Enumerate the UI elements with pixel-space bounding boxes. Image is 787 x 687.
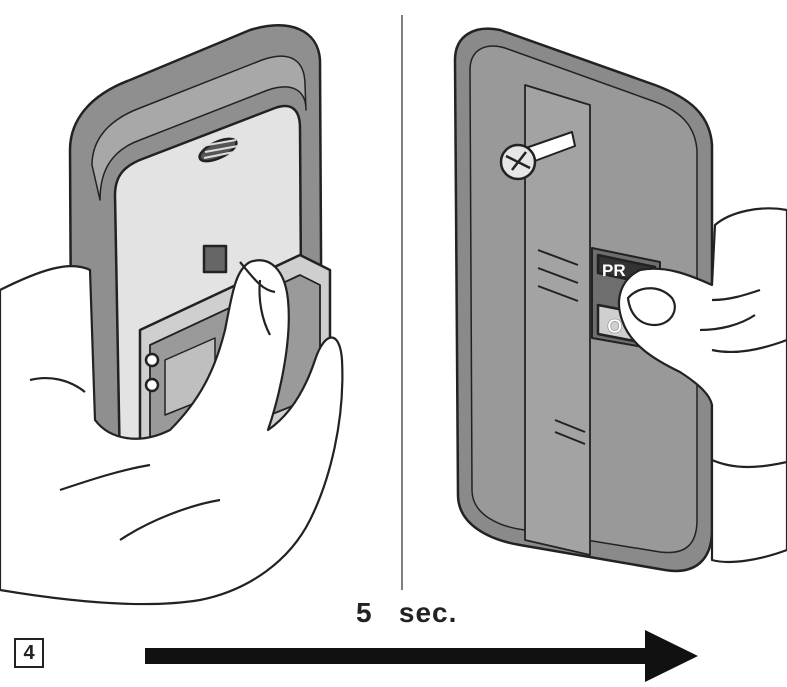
step-number-badge: 4 [14,638,44,668]
pr-button-label: PR [602,261,626,280]
left-hand [0,259,344,606]
program-button-left [202,244,228,274]
right-device: PR O [453,27,714,573]
duration-label: 5 sec. [356,597,458,628]
screw-icon [198,137,239,163]
right-hand [618,207,787,564]
o-button-label: O [607,316,623,338]
screw-icon [499,131,576,181]
vent-slots [537,249,586,445]
direction-arrow [145,630,698,682]
